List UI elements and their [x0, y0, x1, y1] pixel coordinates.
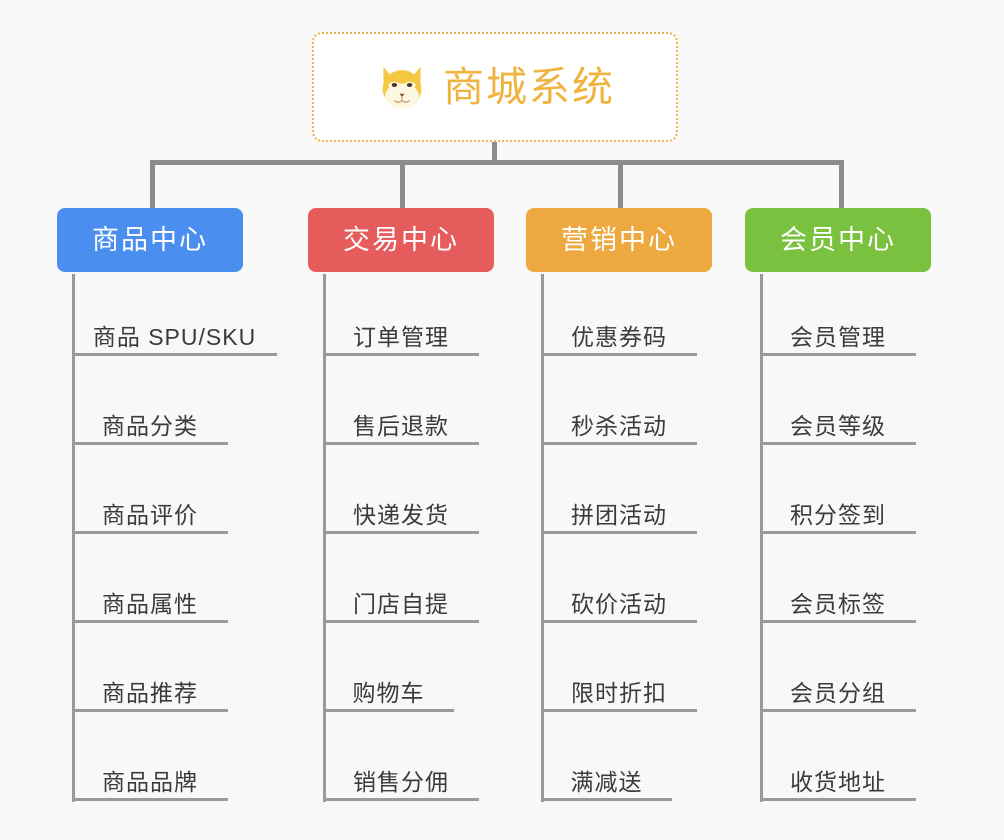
leaf-item[interactable]: 会员等级	[760, 405, 916, 445]
connector-horizontal-bus	[150, 160, 844, 165]
connector-drop-2	[400, 160, 405, 210]
category-label: 交易中心	[343, 224, 459, 255]
leaf-item[interactable]: 商品推荐	[72, 672, 228, 712]
leaf-label: 满减送	[570, 769, 643, 795]
leaf-label: 砍价活动	[571, 591, 667, 617]
leaf-label: 拼团活动	[571, 502, 667, 528]
leaf-label: 优惠券码	[571, 324, 667, 350]
leaf-label: 限时折扣	[571, 680, 667, 706]
leaf-label: 会员管理	[790, 324, 886, 350]
leaf-item[interactable]: 门店自提	[323, 583, 479, 623]
connector-drop-3	[618, 160, 623, 210]
leaf-label: 门店自提	[353, 591, 449, 617]
leaf-item[interactable]: 商品 SPU/SKU	[72, 316, 277, 356]
connector-root-stem	[492, 142, 497, 164]
branch-trunk-line	[541, 274, 544, 802]
leaf-label: 商品推荐	[102, 680, 198, 706]
leaf-label: 商品属性	[102, 591, 198, 617]
leaf-label: 商品分类	[102, 413, 198, 439]
leaf-label: 秒杀活动	[571, 413, 667, 439]
category-box-product-center[interactable]: 商品中心	[57, 208, 243, 272]
leaf-label: 商品 SPU/SKU	[92, 324, 257, 350]
leaf-label: 购物车	[352, 680, 425, 706]
leaf-label: 快递发货	[353, 502, 449, 528]
leaf-label: 商品评价	[102, 502, 198, 528]
category-box-trade-center[interactable]: 交易中心	[308, 208, 494, 272]
leaf-item[interactable]: 购物车	[323, 672, 454, 712]
leaf-item[interactable]: 收货地址	[760, 761, 916, 801]
branch-trunk-line	[72, 274, 75, 802]
branch-trunk-line	[760, 274, 763, 802]
leaf-label: 会员标签	[790, 591, 886, 617]
leaf-item[interactable]: 会员管理	[760, 316, 916, 356]
category-label: 会员中心	[780, 224, 896, 255]
leaf-item[interactable]: 秒杀活动	[541, 405, 697, 445]
leaf-item[interactable]: 商品分类	[72, 405, 228, 445]
leaf-item[interactable]: 订单管理	[323, 316, 479, 356]
leaf-label: 商品品牌	[102, 769, 198, 795]
leaf-item[interactable]: 限时折扣	[541, 672, 697, 712]
leaf-item[interactable]: 商品属性	[72, 583, 228, 623]
category-label: 商品中心	[92, 224, 208, 255]
leaf-item[interactable]: 会员分组	[760, 672, 916, 712]
leaf-item[interactable]: 拼团活动	[541, 494, 697, 534]
leaf-item[interactable]: 销售分佣	[323, 761, 479, 801]
leaf-label: 售后退款	[353, 413, 449, 439]
root-node[interactable]: 商城系统	[312, 32, 678, 142]
leaf-item[interactable]: 会员标签	[760, 583, 916, 623]
root-title: 商城系统	[443, 63, 615, 110]
leaf-item[interactable]: 商品品牌	[72, 761, 228, 801]
leaf-label: 会员分组	[790, 680, 886, 706]
shiba-dog-face-icon	[382, 66, 422, 109]
leaf-item[interactable]: 商品评价	[72, 494, 228, 534]
leaf-label: 订单管理	[353, 324, 449, 350]
leaf-item[interactable]: 优惠券码	[541, 316, 697, 356]
leaf-item[interactable]: 砍价活动	[541, 583, 697, 623]
leaf-label: 会员等级	[790, 413, 886, 439]
category-label: 营销中心	[561, 224, 677, 255]
connector-drop-1	[150, 160, 155, 210]
branch-trunk-line	[323, 274, 326, 802]
leaf-label: 销售分佣	[353, 769, 449, 795]
leaf-item[interactable]: 满减送	[541, 761, 672, 801]
leaf-item[interactable]: 快递发货	[323, 494, 479, 534]
leaf-item[interactable]: 售后退款	[323, 405, 479, 445]
leaf-label: 积分签到	[790, 502, 886, 528]
connector-drop-4	[839, 160, 844, 210]
leaf-label: 收货地址	[790, 769, 886, 795]
category-box-marketing-center[interactable]: 营销中心	[526, 208, 712, 272]
category-box-member-center[interactable]: 会员中心	[745, 208, 931, 272]
leaf-item[interactable]: 积分签到	[760, 494, 916, 534]
